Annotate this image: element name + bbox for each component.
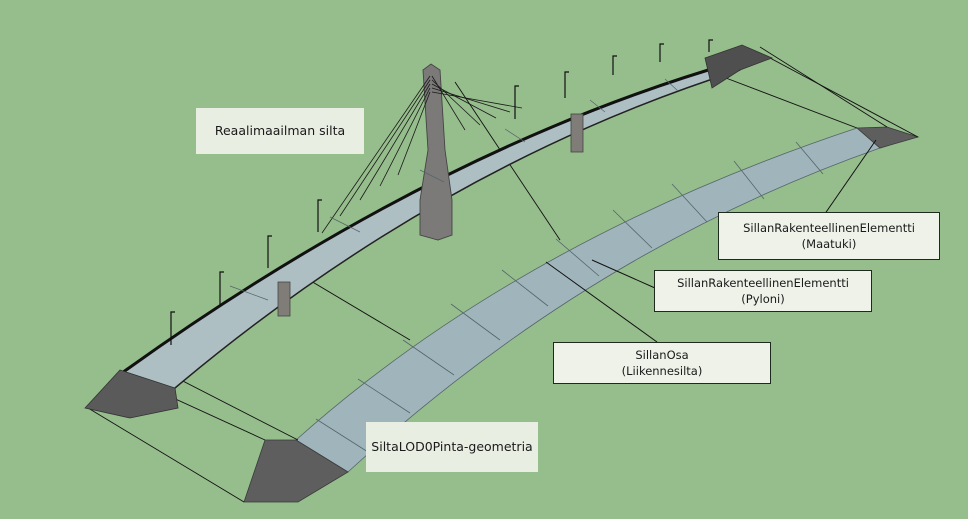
label-lod0-geometry: SiltaLOD0Pinta-geometria bbox=[366, 422, 538, 472]
lod0-segment-lines bbox=[315, 141, 824, 453]
abutment-right bbox=[704, 44, 774, 89]
lod0-abutment-left bbox=[243, 439, 349, 503]
deck-joints bbox=[229, 78, 679, 301]
abutment-left bbox=[84, 369, 179, 419]
lamp-posts bbox=[170, 39, 713, 345]
label-real-world-bridge: Reaalimaailman silta bbox=[196, 108, 364, 154]
label-pylon-line1: SillanRakenteellinenElementti bbox=[677, 275, 849, 290]
label-bridge-part-line2: (Liikennesilta) bbox=[621, 364, 703, 378]
label-pylon-line2: (Pyloni) bbox=[741, 292, 785, 306]
pier-right bbox=[570, 113, 584, 153]
real-bridge bbox=[84, 39, 774, 419]
pier-left bbox=[277, 281, 291, 317]
label-abutment: SillanRakenteellinenElementti (Maatuki) bbox=[718, 212, 940, 260]
stay-cables bbox=[321, 75, 523, 234]
pylon bbox=[419, 63, 453, 241]
label-bridge-part-line1: SillanOsa bbox=[635, 347, 689, 362]
label-pylon: SillanRakenteellinenElementti (Pyloni) bbox=[654, 270, 872, 312]
lod0-surface bbox=[243, 126, 920, 503]
label-abutment-line2: (Maatuki) bbox=[801, 237, 857, 251]
label-abutment-line1: SillanRakenteellinenElementti bbox=[743, 220, 915, 235]
label-bridge-part: SillanOsa (Liikennesilta) bbox=[553, 342, 771, 384]
leader-lines bbox=[545, 139, 877, 343]
